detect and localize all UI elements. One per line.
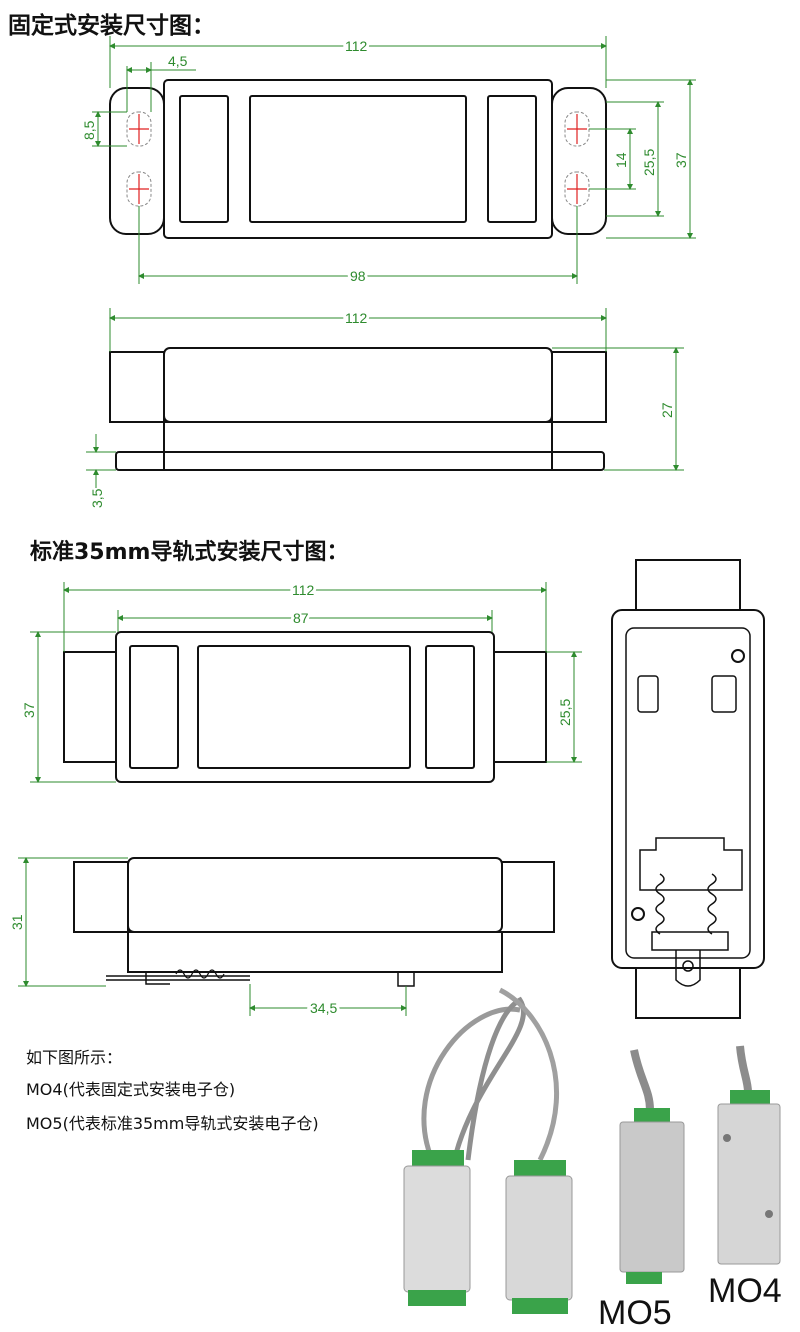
fixed-side-view	[109, 347, 607, 471]
dim-rail-inner-height: 25,5	[557, 699, 573, 726]
hole-center-marks	[129, 114, 587, 204]
fixed-mount-heading: 固定式安装尺寸图：	[8, 13, 215, 39]
rail-top-dimensions	[30, 582, 582, 783]
fixed-top-view	[109, 79, 607, 239]
dim-hole-span: 98	[350, 268, 366, 284]
dim-clip-length: 34,5	[310, 1000, 337, 1016]
dim-rail-side-height: 31	[9, 914, 25, 930]
rail-rear-view	[611, 559, 765, 1019]
dim-hole-height: 8,5	[81, 120, 97, 140]
photo-label-mo5: MO5	[598, 1294, 672, 1332]
dim-total-height: 37	[673, 152, 689, 168]
rail-mount-heading: 标准35mm导轨式安装尺寸图：	[30, 540, 349, 565]
note-line-2: MO4(代表固定式安装电子仓)	[26, 1080, 236, 1099]
dim-rail-total-height: 37	[21, 702, 37, 718]
rail-top-view	[63, 631, 547, 783]
dim-rail-body-length: 87	[293, 610, 309, 626]
rail-side-view	[73, 857, 555, 987]
note-line-3: MO5(代表标准35mm导轨式安装电子仓)	[26, 1114, 319, 1133]
rail-side-dimensions	[18, 857, 407, 1016]
dim-side-length: 112	[345, 310, 368, 326]
dim-top-length: 112	[345, 38, 368, 54]
dim-side-height: 27	[659, 402, 675, 418]
product-photos	[403, 987, 781, 1314]
dim-rail-length: 112	[292, 582, 315, 598]
dim-base-thickness: 3,5	[89, 488, 105, 508]
dim-inner-height: 25,5	[641, 149, 657, 176]
dim-hole-offset: 4,5	[168, 53, 188, 69]
photo-label-mo4: MO4	[708, 1272, 782, 1310]
dim-hole-pitch: 14	[613, 152, 629, 168]
fixed-side-dimensions	[86, 308, 684, 488]
fixed-top-dimensions	[92, 36, 696, 284]
note-line-1: 如下图所示：	[26, 1048, 123, 1067]
